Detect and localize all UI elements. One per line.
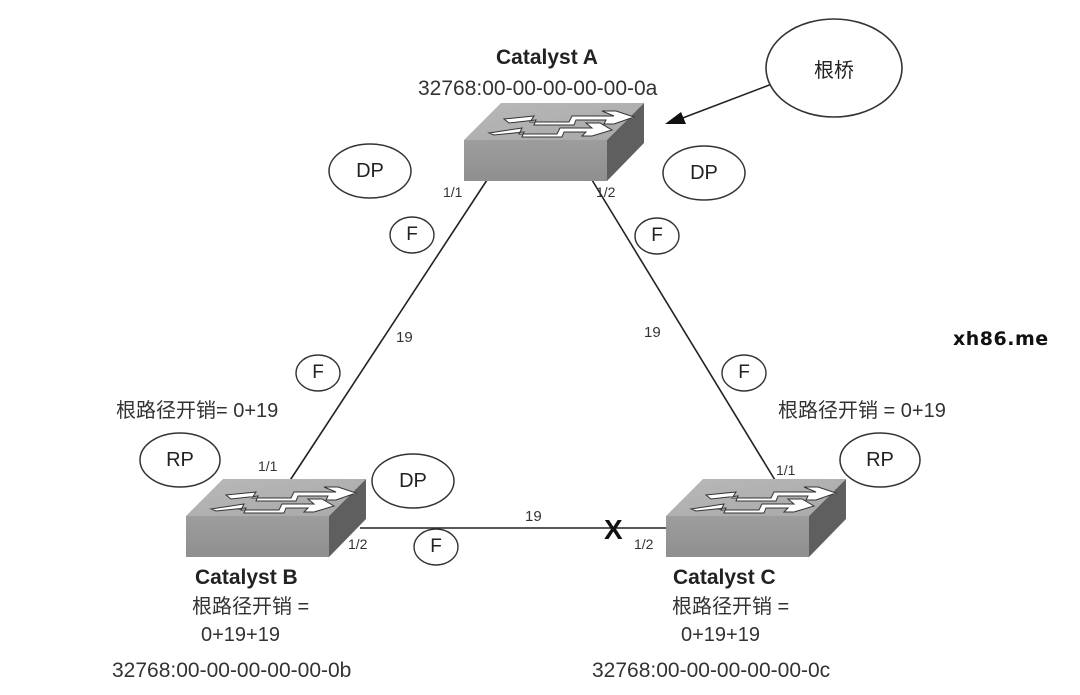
switch-c-root-path-cost-label: 根路径开销 = <box>672 596 790 618</box>
role-a-p2-text: DP <box>690 161 718 184</box>
role-oval-a-p2 <box>662 145 746 201</box>
link-a-b-cost: 19 <box>396 329 413 346</box>
watermark-text: xh86.me <box>953 328 1049 350</box>
state-oval-a-p2 <box>634 217 680 255</box>
link-a-b <box>286 179 488 486</box>
switch-c-name: Catalyst C <box>673 566 776 589</box>
role-oval-a-p1 <box>328 143 412 199</box>
role-b-p2-text: DP <box>399 469 427 492</box>
blocked-port-marker: X <box>604 514 623 545</box>
role-oval-b-p1 <box>139 432 221 488</box>
switch-b-bridge-id: 32768:00-00-00-00-00-0b <box>112 659 352 682</box>
role-b-p1-text: RP <box>166 448 194 471</box>
switch-b-port-root-cost: 根路径开销= 0+19 <box>116 400 279 422</box>
link-b-c-cost: 19 <box>525 508 542 525</box>
role-oval-b-p2 <box>371 453 455 509</box>
switch-a-port-2-label: 1/2 <box>596 184 616 200</box>
state-oval-b-p1 <box>295 354 341 392</box>
link-a-c <box>591 179 779 486</box>
state-oval-a-p1 <box>389 216 435 254</box>
root-bridge-arrow <box>665 83 773 124</box>
role-oval-c-p1 <box>839 432 921 488</box>
switch-a-port-1-label: 1/1 <box>443 184 463 200</box>
link-a-c-cost: 19 <box>644 324 661 341</box>
root-bridge-label: 根桥 <box>814 59 854 82</box>
switch-b-port-2-label: 1/2 <box>348 536 368 552</box>
switch-a-name: Catalyst A <box>496 46 598 69</box>
switch-c-port-2-label: 1/2 <box>634 536 654 552</box>
switch-a-icon <box>464 103 644 181</box>
switch-c-root-path-cost-value: 0+19+19 <box>681 624 760 646</box>
switch-c-bridge-id: 32768:00-00-00-00-00-0c <box>592 659 831 682</box>
role-c-p1-text: RP <box>866 448 894 471</box>
root-bridge-callout-oval <box>765 18 903 118</box>
state-b-p2-text: F <box>430 536 442 557</box>
switch-b-port-1-label: 1/1 <box>258 458 278 474</box>
state-oval-b-p2 <box>413 528 459 566</box>
switch-a-bridge-id: 32768:00-00-00-00-00-0a <box>418 77 658 100</box>
switch-b-icon <box>186 479 366 557</box>
state-b-p1-text: F <box>312 362 324 383</box>
state-oval-c-p1 <box>721 354 767 392</box>
role-a-p1-text: DP <box>356 159 384 182</box>
state-c-p1-text: F <box>738 362 750 383</box>
switch-b-root-path-cost-value: 0+19+19 <box>201 624 280 646</box>
switch-c-icon <box>666 479 846 557</box>
switch-b-name: Catalyst B <box>195 566 298 589</box>
switch-c-port-1-label: 1/1 <box>776 462 796 478</box>
switch-c-port-root-cost: 根路径开销 = 0+19 <box>778 400 946 422</box>
switch-b-root-path-cost-label: 根路径开销 = <box>192 596 310 618</box>
state-a-p2-text: F <box>651 225 663 246</box>
state-a-p1-text: F <box>406 224 418 245</box>
